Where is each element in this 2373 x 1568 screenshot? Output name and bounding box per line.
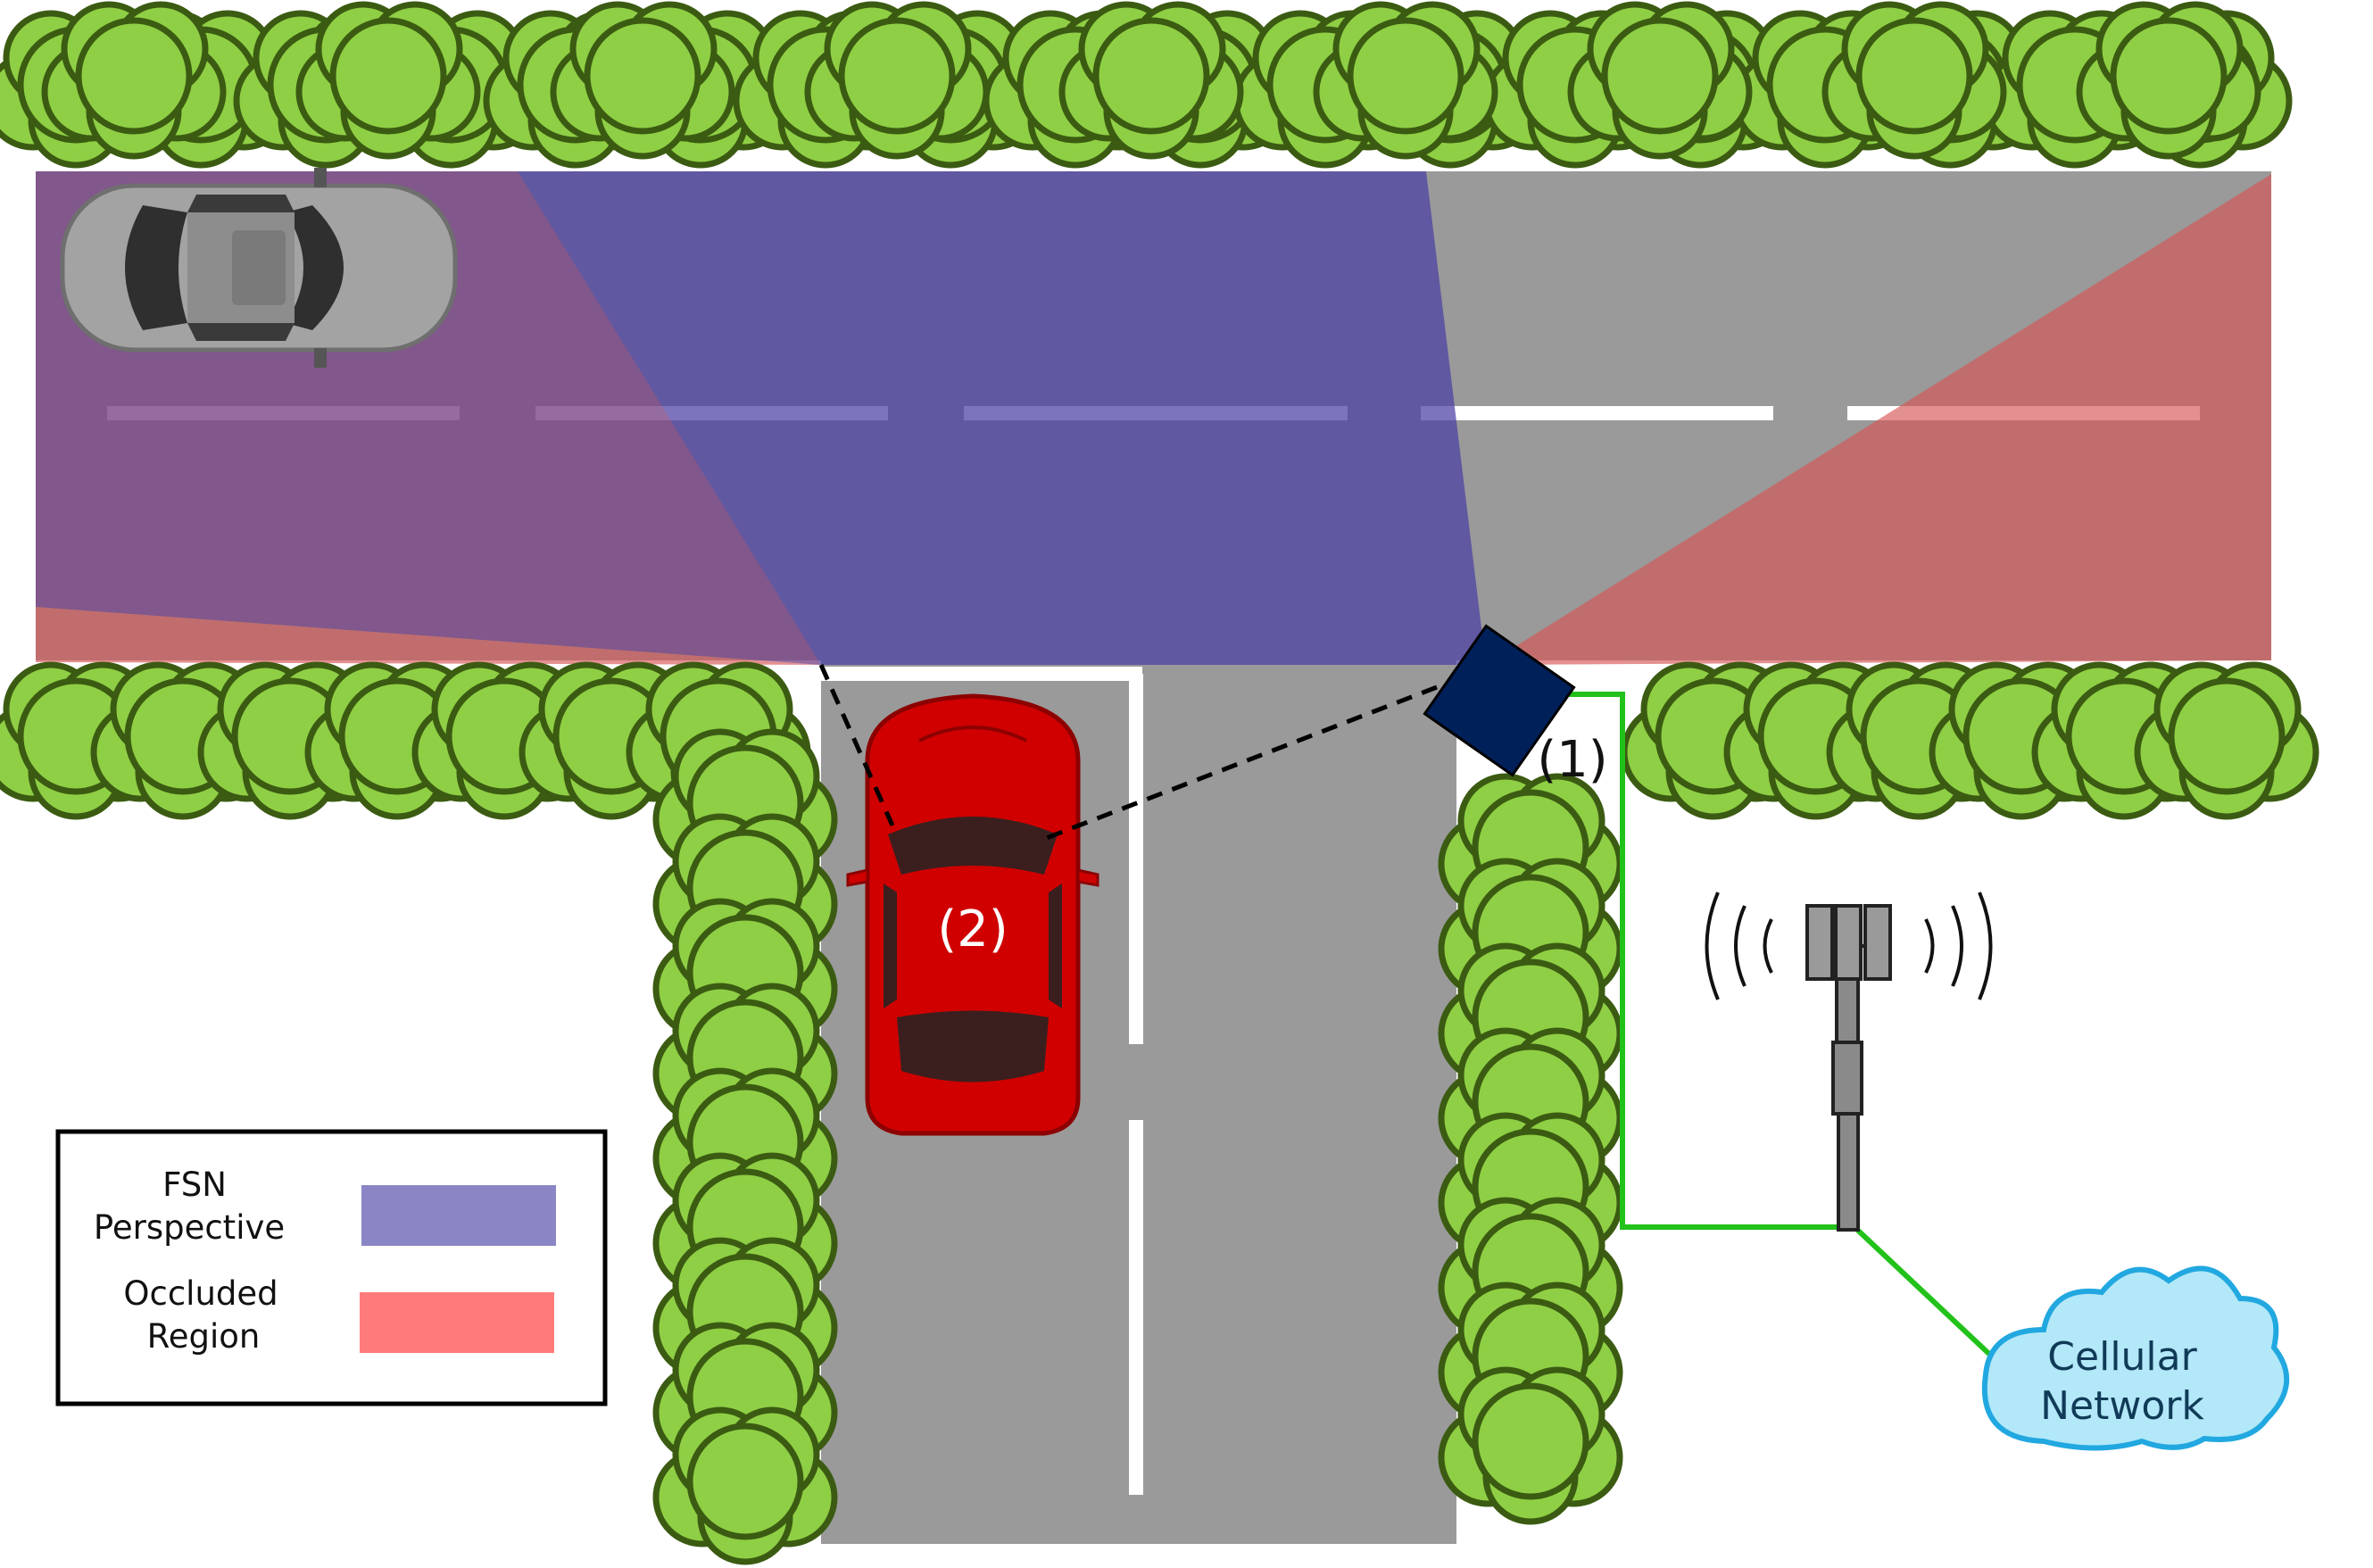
sensor-to-tower-link — [1557, 692, 1854, 1230]
tree-icon — [299, 4, 477, 156]
legend: FSN Perspective Occluded Region — [55, 1129, 608, 1406]
legend-occluded-line1: Occluded — [123, 1274, 278, 1313]
center-line — [1129, 674, 1143, 1044]
legend-fsn-swatch — [361, 1185, 556, 1246]
tree-icon — [1571, 4, 1749, 156]
tree-icon — [1062, 4, 1240, 156]
cloud-icon: Cellular Network — [1981, 1265, 2290, 1451]
red-car-icon: (2) — [846, 693, 1099, 1136]
cloud-label-line2: Network — [2040, 1383, 2204, 1429]
legend-fsn-line2: Perspective — [94, 1208, 285, 1247]
legend-occluded-line2: Region — [147, 1317, 261, 1356]
tree-icon — [553, 4, 732, 156]
stop-line — [821, 667, 1142, 681]
tree-icon — [2137, 665, 2316, 817]
sensor-node-marker: (1) — [1537, 731, 1607, 789]
gray-car-icon — [60, 168, 458, 368]
tree-icon — [808, 4, 986, 156]
tree-icon — [2079, 4, 2258, 156]
legend-box — [55, 1129, 608, 1406]
tree-icon — [1825, 4, 2004, 156]
sensor-node-icon: (1) — [1423, 624, 1608, 789]
cloud-label-line1: Cellular — [2047, 1334, 2197, 1380]
occluded-region-right — [1486, 174, 2271, 665]
tree-icon — [1441, 1370, 1620, 1522]
tree-icon — [45, 4, 223, 156]
network-links — [1557, 692, 1995, 1359]
legend-fsn-line1: FSN — [162, 1166, 227, 1204]
cell-tower-icon — [1705, 892, 1993, 1232]
legend-occluded-swatch — [360, 1292, 554, 1353]
vehicle-marker: (2) — [937, 900, 1008, 958]
sight-line-occlusion — [818, 663, 895, 827]
sight-lines — [818, 663, 1438, 842]
tree-icon — [1316, 4, 1495, 156]
center-line — [1129, 1120, 1143, 1495]
tower-to-cloud-link — [1852, 1224, 1995, 1359]
sight-line-to-vehicle — [1043, 684, 1438, 842]
lane-dash — [1421, 406, 1773, 420]
tree-icon — [656, 1410, 834, 1562]
